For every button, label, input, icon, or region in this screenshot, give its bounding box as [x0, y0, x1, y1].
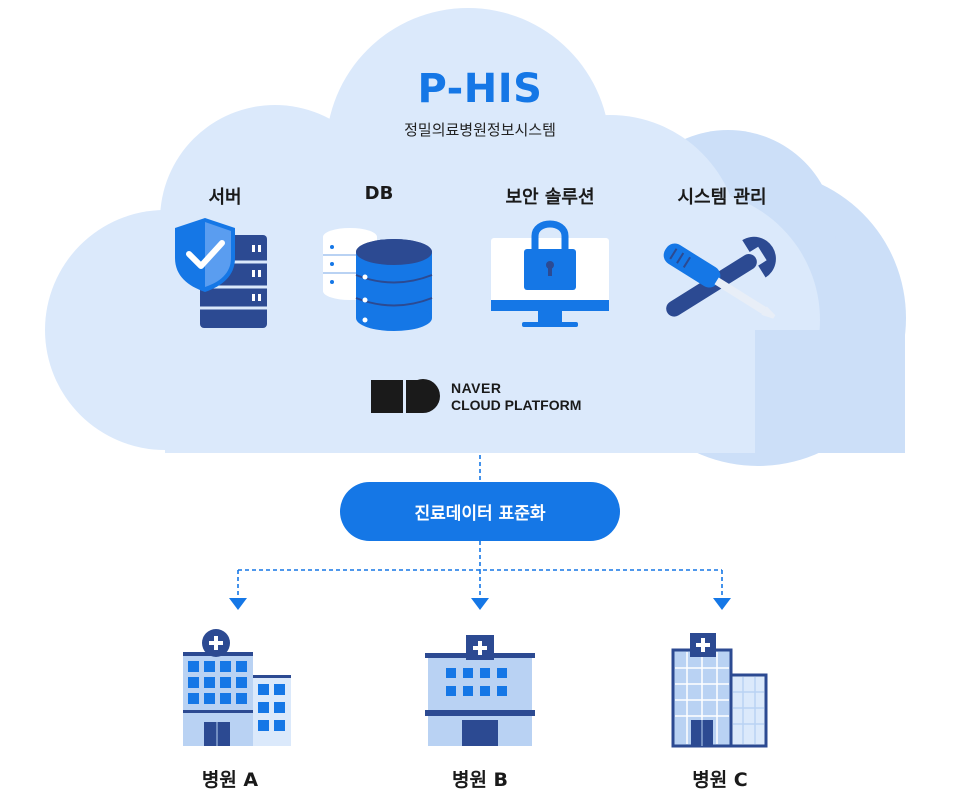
arrow-heads: [229, 598, 731, 610]
page-title: P-HIS: [417, 66, 543, 112]
hospital-building-icon: [671, 633, 768, 748]
hospital-label-a: 병원 A: [201, 769, 259, 791]
service-label-server: 서버: [208, 187, 242, 208]
cloud-shape: [45, 8, 906, 466]
standardization-label: 진료데이터 표준화: [414, 504, 546, 524]
hospital-building-icon: [425, 635, 535, 746]
service-label-db: DB: [364, 183, 394, 204]
hospital-label-b: 병원 B: [451, 769, 509, 791]
wrench-screwdriver-icon: [663, 236, 776, 319]
server-shield-icon: [175, 218, 267, 328]
service-label-system-management: 시스템 관리: [677, 187, 767, 208]
service-label-security: 보안 솔루션: [505, 187, 595, 208]
provider-name-line1: NAVER: [451, 380, 502, 396]
page-subtitle: 정밀의료병원정보시스템: [404, 121, 556, 139]
database-icon: [323, 228, 433, 331]
standardization-pill: 진료데이터 표준화: [340, 482, 620, 541]
connector-lines: [237, 455, 723, 600]
naver-cloud-logo-icon: [371, 379, 440, 413]
monitor-lock-icon: [491, 220, 609, 327]
hospital-label-c: 병원 C: [692, 769, 748, 791]
provider-name-line2: CLOUD PLATFORM: [451, 397, 582, 413]
hospital-building-icon: [183, 629, 291, 746]
